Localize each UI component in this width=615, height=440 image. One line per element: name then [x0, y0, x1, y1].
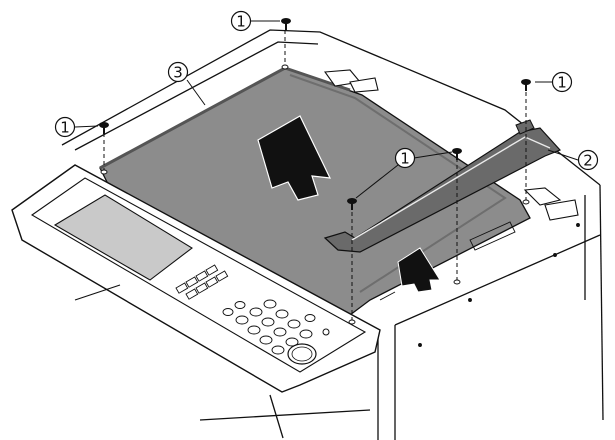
- panel-support-line: [74, 284, 121, 301]
- interior-details: [379, 221, 580, 347]
- callout-screw-top: 1: [230, 10, 252, 32]
- rear-hinges: [323, 69, 579, 221]
- screw-icon: [452, 148, 462, 160]
- screw-icon: [521, 79, 531, 91]
- numeric-keypad: [222, 299, 316, 355]
- callout-screw-right: 1: [551, 71, 573, 93]
- callout-screw-left: 1: [54, 116, 76, 138]
- callout-label: 1: [400, 150, 410, 168]
- screw-icon: [99, 122, 109, 134]
- callout-label: 1: [60, 119, 70, 137]
- lift-arrow-icon: [257, 115, 332, 201]
- bracket-highlight: [351, 136, 551, 241]
- lcd-screen: [53, 194, 193, 281]
- callout-label: 3: [173, 64, 183, 82]
- cover-plate-shadow: [289, 74, 507, 293]
- lift-arrow-icon: [397, 247, 441, 293]
- callout-label: 1: [236, 13, 246, 31]
- screw-icon: [347, 198, 357, 210]
- callout-bracket: 2: [577, 149, 599, 171]
- screw-guides: [103, 30, 527, 320]
- screw-icon: [281, 18, 291, 30]
- operation-panel: [11, 164, 381, 393]
- bracket-tab: [515, 119, 535, 135]
- function-keys: [175, 264, 229, 300]
- screws: [99, 18, 531, 210]
- screw-holes: [100, 64, 530, 325]
- callout-label: 2: [583, 152, 593, 170]
- power-indicator: [322, 328, 330, 336]
- bracket: [323, 119, 562, 253]
- start-button-inner: [291, 346, 313, 362]
- callout-label: 1: [557, 74, 567, 92]
- leader-lines: [74, 20, 579, 199]
- callout-screw-group: 1: [394, 147, 416, 169]
- callout-cover-plate: 3: [167, 61, 189, 83]
